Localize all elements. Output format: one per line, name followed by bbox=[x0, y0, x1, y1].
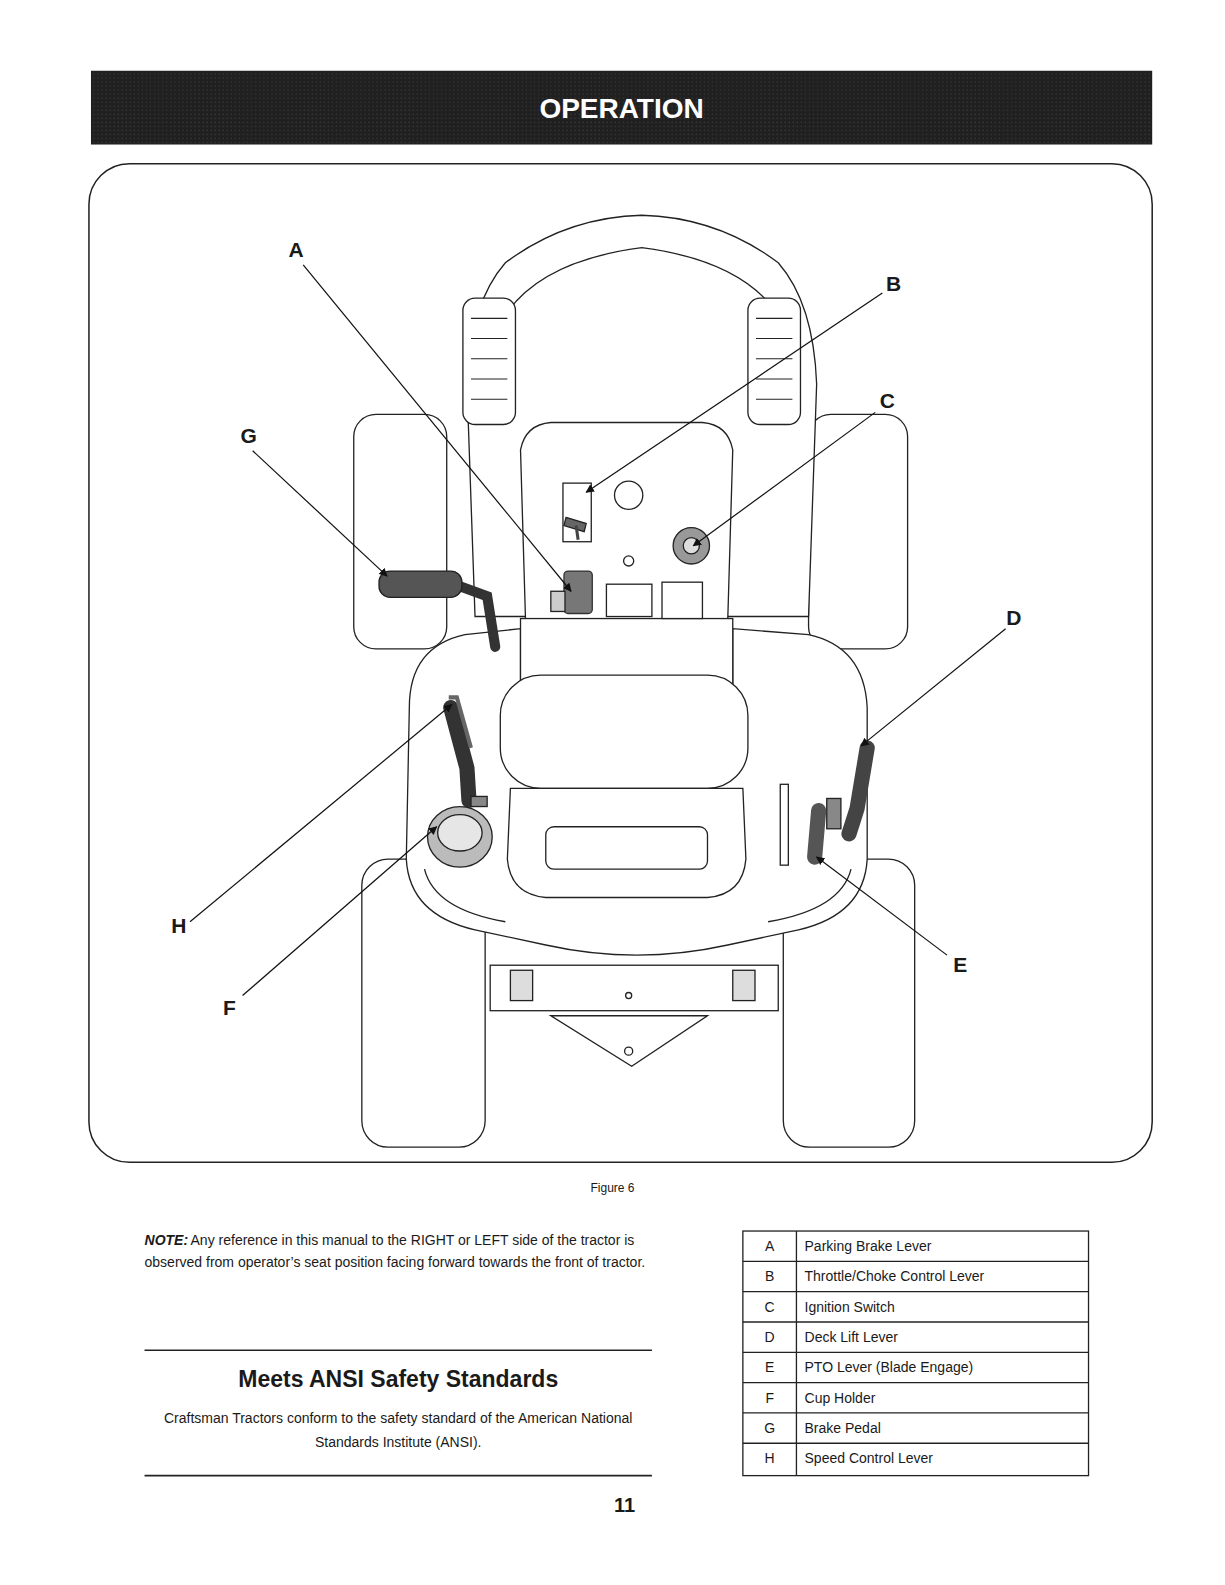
rule bbox=[145, 1475, 652, 1477]
callout-letter: E bbox=[944, 952, 976, 978]
callout-letter: H bbox=[163, 913, 195, 939]
figure-caption: Figure 6 bbox=[562, 1180, 663, 1196]
callout-letter: A bbox=[280, 237, 312, 263]
table-cell: PTO Lever (Blade Engage) bbox=[805, 1353, 1086, 1381]
table-key: D bbox=[743, 1323, 797, 1351]
callout-letter: F bbox=[213, 995, 245, 1021]
page-number: 11 bbox=[594, 1492, 655, 1518]
section-heading: Meets ANSI Safety Standards bbox=[145, 1364, 652, 1394]
table-cell: Parking Brake Lever bbox=[805, 1232, 1086, 1260]
table-cell: Cup Holder bbox=[805, 1384, 1086, 1412]
table-key: F bbox=[743, 1384, 797, 1412]
table-key: G bbox=[743, 1414, 797, 1442]
leader-lines bbox=[190, 265, 1006, 996]
table-key: C bbox=[743, 1293, 797, 1321]
callout-letter: B bbox=[877, 271, 909, 297]
table-key: A bbox=[743, 1232, 797, 1260]
table-key: E bbox=[743, 1353, 797, 1381]
rule bbox=[145, 1350, 652, 1352]
table-cell: Speed Control Lever bbox=[805, 1444, 1086, 1472]
section-body: Craftsman Tractors conform to the safety… bbox=[152, 1406, 645, 1454]
table-cell: Brake Pedal bbox=[805, 1414, 1086, 1442]
tractor bbox=[354, 215, 915, 1147]
header-bar bbox=[91, 71, 1152, 145]
note-text: Any reference in this manual to the RIGH… bbox=[145, 1229, 655, 1273]
figure-frame bbox=[89, 164, 1152, 1163]
callout-letter: C bbox=[871, 388, 903, 414]
legend-table-grid bbox=[743, 1231, 1089, 1476]
page-heading: OPERATION bbox=[91, 91, 1152, 127]
table-key: B bbox=[743, 1262, 797, 1290]
table-cell: Ignition Switch bbox=[805, 1293, 1086, 1321]
callout-letter: D bbox=[998, 605, 1030, 631]
table-cell: Throttle/Choke Control Lever bbox=[805, 1262, 1086, 1290]
table-cell: Deck Lift Lever bbox=[805, 1323, 1086, 1351]
callout-letter: G bbox=[232, 423, 264, 449]
table-key: H bbox=[743, 1444, 797, 1472]
